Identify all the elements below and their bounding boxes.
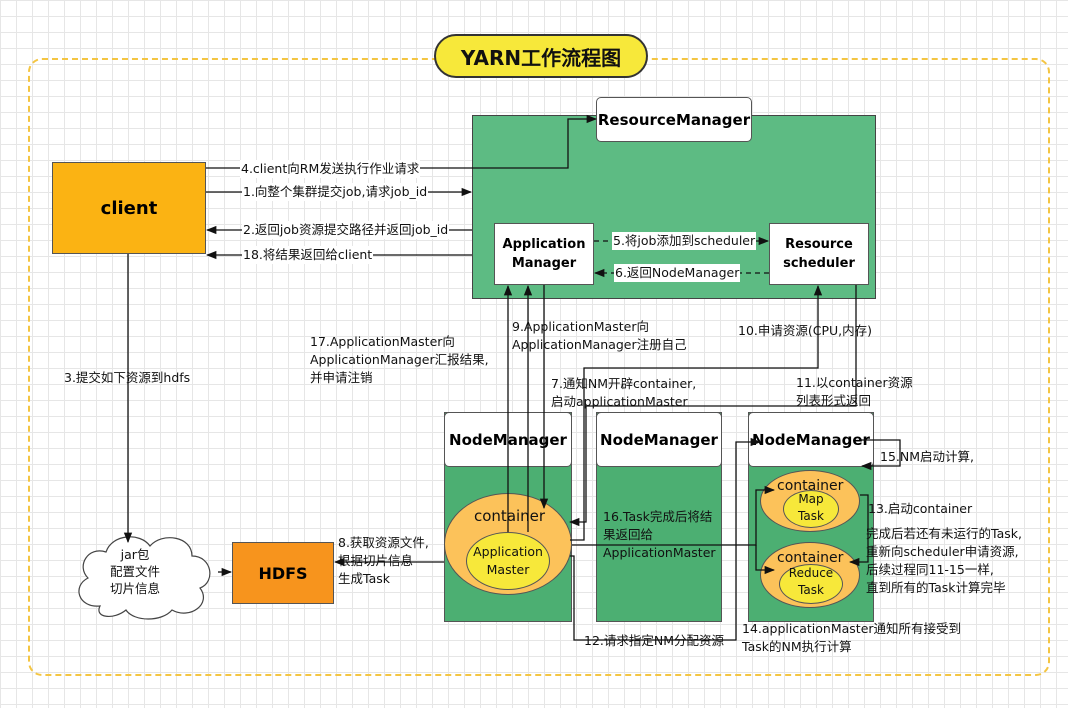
- diagram-title: YARN工作流程图: [434, 34, 648, 78]
- map-task-node: [783, 490, 839, 528]
- resource-scheduler-node: Resource scheduler: [769, 223, 869, 285]
- step-16-label: 16.Task完成后将结 果返回给 ApplicationMaster: [603, 509, 716, 560]
- cloud-shape: [78, 536, 211, 620]
- step-1-label: 1.向整个集群提交job,请求job_id: [242, 183, 429, 201]
- container-map-label: container: [777, 478, 844, 494]
- arrow-step-14b: [755, 545, 776, 575]
- step-6-label: 6.返回NodeManager: [614, 264, 741, 282]
- step-17-label: 17.ApplicationMaster向 ApplicationManager…: [310, 334, 489, 385]
- step-14-label: 14.applicationMaster通知所有接受到 Task的NM执行计算: [742, 621, 962, 654]
- application-master-node: [466, 532, 550, 590]
- application-master-label: Application Master: [473, 544, 543, 577]
- step-2-label: 2.返回job资源提交路径并返回job_id: [242, 221, 450, 239]
- step-5-label: 5.将job添加到scheduler: [612, 232, 757, 250]
- step-13-label: 13.启动container: [868, 501, 973, 516]
- resource-manager-node: ResourceManager: [596, 97, 752, 142]
- node-manager-2-title: NodeManager: [596, 412, 722, 467]
- reduce-task-label: Reduce Task: [788, 566, 834, 597]
- arrow-step-12: [570, 437, 762, 641]
- step-13-note: 完成后若还有未运行的Task, 重新向scheduler申请资源, 后续过程同1…: [866, 526, 1022, 595]
- hdfs-node: HDFS: [232, 542, 334, 604]
- arrow-step-10: [570, 284, 823, 541]
- map-task-label: Map Task: [798, 492, 824, 523]
- node-manager-3-title: NodeManager: [748, 412, 874, 467]
- reduce-task-node: [779, 564, 843, 604]
- arrow-step-13: [848, 494, 869, 567]
- step-12-label: 12.请求指定NM分配资源: [584, 633, 725, 648]
- step-18-label: 18.将结果返回给client: [242, 246, 374, 264]
- step-15-label: 15.NM启动计算,: [880, 449, 974, 464]
- step-10-label: 10.申请资源(CPU,内存): [738, 323, 873, 338]
- arrow-step-15: [860, 439, 901, 471]
- container-am-label: container: [474, 507, 546, 525]
- arrow-step-14: [572, 485, 776, 546]
- container-reduce-label: container: [777, 550, 844, 566]
- step-11-label: 11.以container资源 列表形式返回: [796, 375, 913, 408]
- cloud-label: jar包 配置文件 切片信息: [110, 547, 161, 596]
- client-node: client: [52, 162, 206, 254]
- step-4-label: 4.client向RM发送执行作业请求: [240, 160, 421, 178]
- arrow-step-11: [568, 285, 857, 527]
- step-7-label: 7.通知NM开辟container, 启动applicationMaster: [551, 376, 697, 409]
- step-8-label: 8.获取资源文件, 根据切片信息 生成Task: [338, 535, 429, 586]
- step-3-label: 3.提交如下资源到hdfs: [64, 370, 191, 385]
- step-9-label: 9.ApplicationMaster向 ApplicationManager注…: [512, 319, 687, 352]
- application-manager-node: Application Manager: [494, 223, 594, 285]
